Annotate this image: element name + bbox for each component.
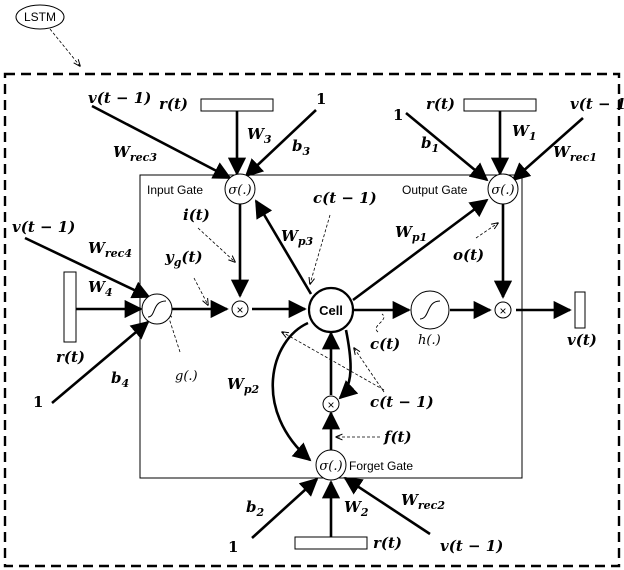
label-one-bottom: 1 [228,538,238,556]
sigmoid-icon [419,300,441,320]
input-gate-title: Input Gate [147,183,203,197]
r-input-top-left [200,98,274,112]
forget-multiply-node: × [322,395,340,413]
edge-peephole-wp3 [254,199,313,295]
label-w-rec3: Wrec3 [113,143,157,164]
label-f: f(t) [383,428,412,446]
lstm-badge-label: LSTM [24,10,56,24]
label-w1: W1 [512,122,537,143]
cell-label: Cell [319,303,343,318]
h-activation-node [410,290,450,330]
v-output [574,291,586,329]
input-multiply-node: × [231,300,249,318]
sigmoid-icon [147,300,167,318]
multiply-icon: × [236,303,243,317]
r-input-left [63,271,77,343]
pointer-c-bottom-a [282,332,385,391]
g-label: g(.) [175,369,198,384]
output-multiply-node: × [494,301,512,319]
label-c-t1-bottom: c(t − 1) [370,393,434,411]
label-w-p2: Wp2 [227,375,260,396]
lstm-badge: LSTM [15,4,80,66]
edge-bias-to-g [51,320,150,404]
label-r-left: r(t) [56,348,85,366]
label-w3: W3 [247,125,272,146]
label-r-top-left: r(t) [159,95,188,113]
label-c: c(t) [370,335,400,353]
label-w-rec4: Wrec4 [88,239,132,260]
label-b2: b2 [246,498,265,519]
label-i: i(t) [183,206,210,224]
pointer-yg [193,277,208,305]
label-b4: b4 [111,369,129,390]
label-o: o(t) [453,246,484,264]
edge-bias-to-forget-gate [251,477,319,539]
output-gate-fn: σ(.) [491,183,514,198]
label-one-top-left: 1 [316,90,326,108]
pointer-c-bottom-b [354,348,385,393]
forget-gate-fn: σ(.) [319,459,342,474]
g-activation-node [141,293,173,325]
label-one-left: 1 [33,393,43,411]
label-r-top-right: r(t) [426,95,455,113]
lstm-boundary [3,72,621,568]
label-v-out: v(t) [567,331,597,349]
label-v-top-left: v(t − 1) [88,89,151,107]
label-w-p3: Wp3 [281,227,314,248]
edge-v-to-output-gate [511,117,584,182]
edge-cell-self-loop [338,329,359,400]
output-gate-node: σ(.) [487,173,519,205]
pointer-i [197,227,235,262]
label-w-rec2: Wrec2 [401,491,445,512]
edge-peephole-wp1 [352,198,489,302]
cell-node: Cell [307,286,355,334]
label-v-bottom: v(t − 1) [440,537,503,555]
pointer-o [475,223,498,239]
multiply-icon: × [499,304,506,318]
r-input-bottom [294,536,368,550]
label-w2: W2 [344,498,369,519]
output-gate-title: Output Gate [402,183,468,197]
label-w4: W4 [88,278,113,299]
edge-v-to-forget-gate [343,476,431,536]
input-gate-node: σ(.) [224,173,256,205]
lstm-badge-pointer [49,28,80,66]
forget-gate-title: Forget Gate [349,459,413,473]
label-w-p1: Wp1 [395,223,427,244]
edge-bias-to-output-gate [405,111,489,182]
label-v-left: v(t − 1) [12,218,75,236]
edge-bias-to-input-gate [244,109,317,178]
forget-gate-node: σ(.) [315,449,347,481]
edge-peephole-wp2 [271,321,312,462]
label-b3: b3 [292,137,311,158]
edge-v-to-g [24,236,151,299]
r-input-top-right [463,98,537,112]
pointer-c-top [310,214,331,284]
label-w-rec1: Wrec1 [553,143,597,164]
input-gate-fn: σ(.) [228,183,251,198]
edge-v-to-input-gate [91,104,232,180]
h-label: h(.) [418,333,441,348]
multiply-icon: × [327,398,334,412]
label-one-top-right: 1 [393,106,403,124]
label-c-t1-top: c(t − 1) [313,189,377,207]
label-yg: yg(t) [164,248,203,269]
pointer-g [167,312,181,353]
label-r-bottom: r(t) [373,534,402,552]
label-b1: b1 [421,134,439,155]
pointer-c [375,313,385,333]
label-v-top-right: v(t − 1 [570,95,624,113]
